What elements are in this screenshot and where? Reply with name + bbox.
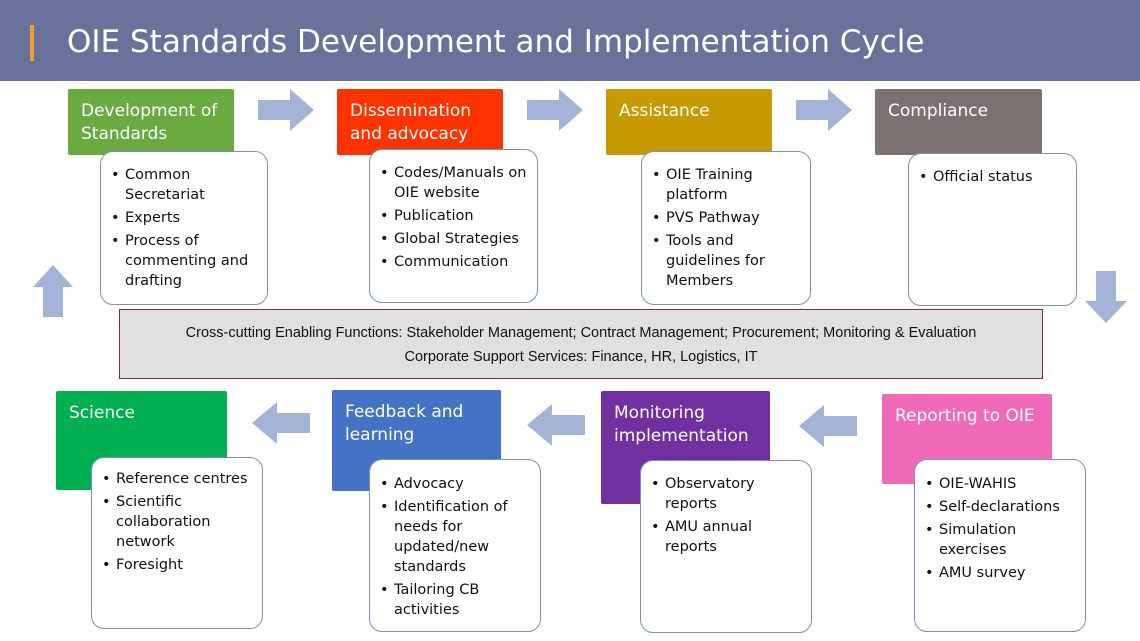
list-item: Self-declarations <box>925 497 1077 517</box>
list-item: Experts <box>111 208 259 228</box>
list-item: Advocacy <box>380 474 532 494</box>
cross-cutting-line-2: Corporate Support Services: Finance, HR,… <box>404 349 758 365</box>
card-compliance: Official status <box>908 153 1077 306</box>
list-item: Communication <box>380 252 529 272</box>
title-accent-bar <box>30 25 34 61</box>
arrow-left-icon <box>527 404 585 446</box>
cross-cutting-line-1: Cross-cutting Enabling Functions: Stakeh… <box>185 325 977 341</box>
arrow-right-icon <box>796 89 852 131</box>
stage-label: Dissemination and advocacy <box>350 101 472 144</box>
list-item: Codes/Manuals on OIE website <box>380 163 529 203</box>
list-item: AMU annual reports <box>651 517 803 557</box>
stage-development: Development of Standards <box>68 89 234 155</box>
cross-cutting-functions: Cross-cutting Enabling Functions: Stakeh… <box>119 309 1043 379</box>
stage-label: Assistance <box>619 101 710 121</box>
list-item: Tailoring CB activities <box>380 580 532 620</box>
card-monitoring: Observatory reports AMU annual reports <box>640 460 812 633</box>
arrow-left-icon <box>799 405 857 447</box>
list-item: Identification of needs for updated/new … <box>380 497 532 577</box>
list-item: Publication <box>380 206 529 226</box>
list-item: Official status <box>919 167 1068 187</box>
list-item: Common Secretariat <box>111 165 259 205</box>
header-bar: OIE Standards Development and Implementa… <box>0 0 1140 81</box>
card-dissemination: Codes/Manuals on OIE website Publication… <box>369 149 538 303</box>
list-item: Simulation exercises <box>925 520 1077 560</box>
list-item: Global Strategies <box>380 229 529 249</box>
list-item: Process of commenting and drafting <box>111 231 259 291</box>
list-item: OIE-WAHIS <box>925 474 1077 494</box>
card-reporting: OIE-WAHIS Self-declarations Simulation e… <box>914 459 1086 632</box>
stage-label: Monitoring implementation <box>614 403 749 446</box>
stage-label: Science <box>69 403 135 423</box>
arrow-right-icon <box>527 89 583 131</box>
card-development: Common Secretariat Experts Process of co… <box>100 151 268 305</box>
arrow-down-icon <box>1085 271 1127 323</box>
card-assistance: OIE Training platform PVS Pathway Tools … <box>641 151 811 305</box>
stage-compliance: Compliance <box>875 89 1042 155</box>
slide-title: OIE Standards Development and Implementa… <box>67 24 925 60</box>
list-item: OIE Training platform <box>652 165 802 205</box>
list-item: Observatory reports <box>651 474 803 514</box>
arrow-left-icon <box>252 402 310 444</box>
stage-label: Feedback and learning <box>345 402 464 445</box>
list-item: Scientific collaboration network <box>102 492 254 552</box>
stage-label: Reporting to OIE <box>895 406 1035 426</box>
card-feedback: Advocacy Identification of needs for upd… <box>369 459 541 632</box>
stage-label: Compliance <box>888 101 989 121</box>
stage-dissemination: Dissemination and advocacy <box>337 89 503 155</box>
list-item: PVS Pathway <box>652 208 802 228</box>
list-item: Foresight <box>102 555 254 575</box>
list-item: Reference centres <box>102 469 254 489</box>
arrow-right-icon <box>258 89 314 131</box>
arrow-up-icon <box>33 265 73 317</box>
list-item: Tools and guidelines for Members <box>652 231 802 291</box>
list-item: AMU survey <box>925 563 1077 583</box>
card-science: Reference centres Scientific collaborati… <box>91 457 263 629</box>
stage-assistance: Assistance <box>606 89 772 155</box>
stage-label: Development of Standards <box>81 101 218 144</box>
